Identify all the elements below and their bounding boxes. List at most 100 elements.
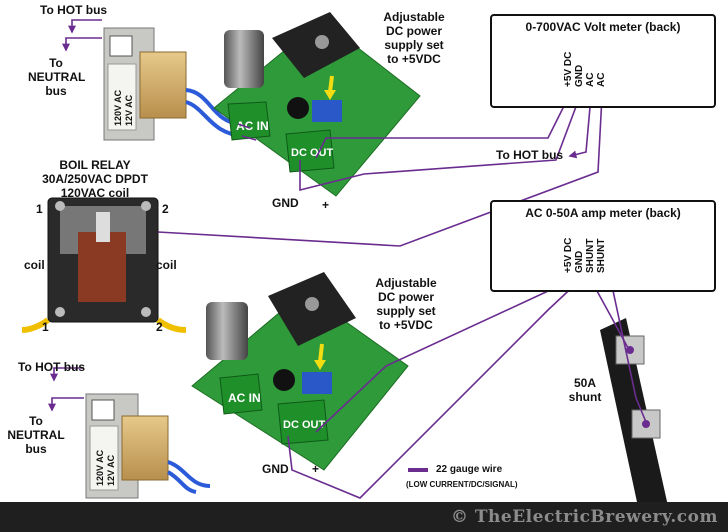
psu-top-capacitor <box>224 30 264 88</box>
volt-meter-pin-label-2: GND <box>574 64 585 87</box>
relay-pin-1-bottom: 1 <box>42 320 49 334</box>
amp-meter-pin-label-1: +5V DC <box>563 237 574 273</box>
legend-wire-label: 22 gauge wire <box>436 464 503 475</box>
transformer-bottom-primary-label: 120V AC <box>95 449 105 486</box>
top-transformer-to-neutral-label: To NEUTRAL bus <box>28 56 86 98</box>
wire-top-ac-2 <box>241 135 257 141</box>
bottom-neutral-line-3: bus <box>25 442 47 456</box>
relay-title-line-2: 30A/250VAC DPDT <box>42 172 148 186</box>
top-neutral-line-3: bus <box>45 84 67 98</box>
shunt-label: 50A shunt <box>560 376 610 404</box>
psu-bottom-potentiometer <box>302 372 332 394</box>
relay-screw-4 <box>141 307 151 317</box>
transformer-bottom-lead-2 <box>166 470 197 494</box>
bottom-neutral-line-2: NEUTRAL <box>7 428 65 442</box>
bottom-transformer-to-hot-label: To HOT bus <box>18 360 86 374</box>
shunt-label-line-1: 50A <box>573 376 596 390</box>
top-transformer-to-hot-label: To HOT bus <box>40 3 108 17</box>
relay-pin-2-top: 2 <box>162 202 169 216</box>
bottom-psu-desc-line-4: to +5VDC <box>379 318 433 332</box>
psu-top-ac-terminal <box>227 101 271 141</box>
bottom-psu-desc-line-2: DC power <box>377 290 434 304</box>
relay-title-line-3: 120VAC coil <box>60 186 130 200</box>
boil-relay <box>21 197 187 333</box>
transformer-bottom-logo <box>91 399 115 421</box>
psu-top-dc-out: DC OUT <box>291 147 333 159</box>
psu-bottom-pcb <box>191 291 409 471</box>
transformer-bottom: 120V AC 12V AC <box>85 393 211 499</box>
transformer-top-logo <box>109 35 133 57</box>
top-psu-plus-label: + <box>322 198 330 212</box>
shunt-50a <box>600 318 668 516</box>
transformer-bottom-label-plate <box>89 425 119 491</box>
volt-meter-pin-label-1: +5V DC <box>563 51 574 87</box>
psu-top-inductor <box>287 97 309 119</box>
transformer-top-label-plate <box>107 63 137 131</box>
volt-meter-pin-label-3: AC <box>585 72 596 87</box>
top-psu-desc-line-3: supply set <box>384 38 444 52</box>
psu-bottom-arrow-head <box>314 360 326 370</box>
amp-meter-box: AC 0-50A amp meter (back) <box>490 200 716 292</box>
psu-bottom-screw <box>305 297 319 311</box>
psu-bottom-ac-in: AC IN <box>228 391 261 405</box>
psu-top-potentiometer <box>312 100 342 122</box>
wire-bottom-transformer-hot <box>50 367 84 382</box>
transformer-bottom-secondary-label: 12V AC <box>106 454 116 486</box>
top-psu-description: Adjustable DC power supply set to +5VDC <box>372 10 456 66</box>
transformer-bottom-lead-1 <box>167 460 211 488</box>
psu-bottom-dc-terminal <box>277 399 329 445</box>
transformer-top: 120V AC 12V AC <box>103 27 245 141</box>
transformer-top-primary-label: 120V AC <box>113 89 123 126</box>
relay-coil-block <box>78 232 126 302</box>
transformer-top-coil <box>139 51 187 119</box>
shunt-pin-bottom <box>642 420 650 428</box>
psu-bottom: AC IN DC OUT <box>191 272 409 471</box>
psu-bottom-arrow <box>318 343 324 363</box>
wire-vm-gnd <box>299 95 581 192</box>
wire-bottom-transformer-neutral <box>48 397 84 412</box>
psu-bottom-ac-terminal <box>219 373 263 415</box>
top-psu-gnd-label: GND <box>272 196 299 210</box>
footer-copyright: © TheElectricBrewery.com <box>450 507 718 527</box>
relay-coil-left: coil <box>24 258 45 272</box>
relay-yellow-wire-right <box>156 317 187 333</box>
relay-title-line-1: BOIL RELAY <box>59 158 131 172</box>
psu-top-arrow <box>328 75 334 93</box>
psu-top-arrow-head <box>324 90 336 100</box>
wire-top-transformer-hot <box>68 19 102 34</box>
amp-meter-pin-label-2: GND <box>574 250 585 273</box>
relay-screw-1 <box>55 201 65 211</box>
relay-screw-3 <box>55 307 65 317</box>
relay-coil-right: coil <box>156 258 177 272</box>
bottom-psu-desc-line-3: supply set <box>376 304 436 318</box>
bottom-neutral-line-1: To <box>29 414 43 428</box>
transformer-bottom-coil <box>121 415 169 481</box>
volt-meter-box: 0-700VAC Volt meter (back) <box>490 14 716 108</box>
bottom-transformer-to-neutral-label: To NEUTRAL bus <box>6 414 66 456</box>
top-neutral-line-2: NEUTRAL <box>28 70 86 84</box>
top-psu-desc-line-2: DC power <box>385 24 442 38</box>
relay-armature <box>96 212 110 242</box>
legend-wire-note: (LOW CURRENT/DC/SIGNAL) <box>406 480 518 489</box>
amp-meter-pin-label-4: SHUNT <box>596 238 607 273</box>
psu-bottom-dc-out: DC OUT <box>283 419 325 431</box>
top-neutral-line-1: To <box>49 56 63 70</box>
wire-top-ac-1 <box>237 123 251 129</box>
bottom-psu-description: Adjustable DC power supply set to +5VDC <box>364 276 448 332</box>
bottom-psu-plus-label: + <box>312 462 320 476</box>
wire-am-gnd <box>287 279 581 499</box>
wire-top-transformer-neutral <box>62 37 102 52</box>
relay-pin-2-bottom: 2 <box>156 320 163 334</box>
volt-meter-to-hot-label: To HOT bus <box>496 148 564 162</box>
amp-meter-title: AC 0-50A amp meter (back) <box>525 206 681 220</box>
bottom-psu-gnd-label: GND <box>262 462 289 476</box>
top-psu-desc-line-4: to +5VDC <box>387 52 441 66</box>
psu-top-ac-in: AC IN <box>236 119 269 133</box>
relay-pin-1-top: 1 <box>36 202 43 216</box>
volt-meter-title: 0-700VAC Volt meter (back) <box>525 20 681 34</box>
bottom-psu-desc-line-1: Adjustable <box>375 276 437 290</box>
amp-meter-pin-label-3: SHUNT <box>585 238 596 273</box>
shunt-label-line-2: shunt <box>568 390 602 404</box>
